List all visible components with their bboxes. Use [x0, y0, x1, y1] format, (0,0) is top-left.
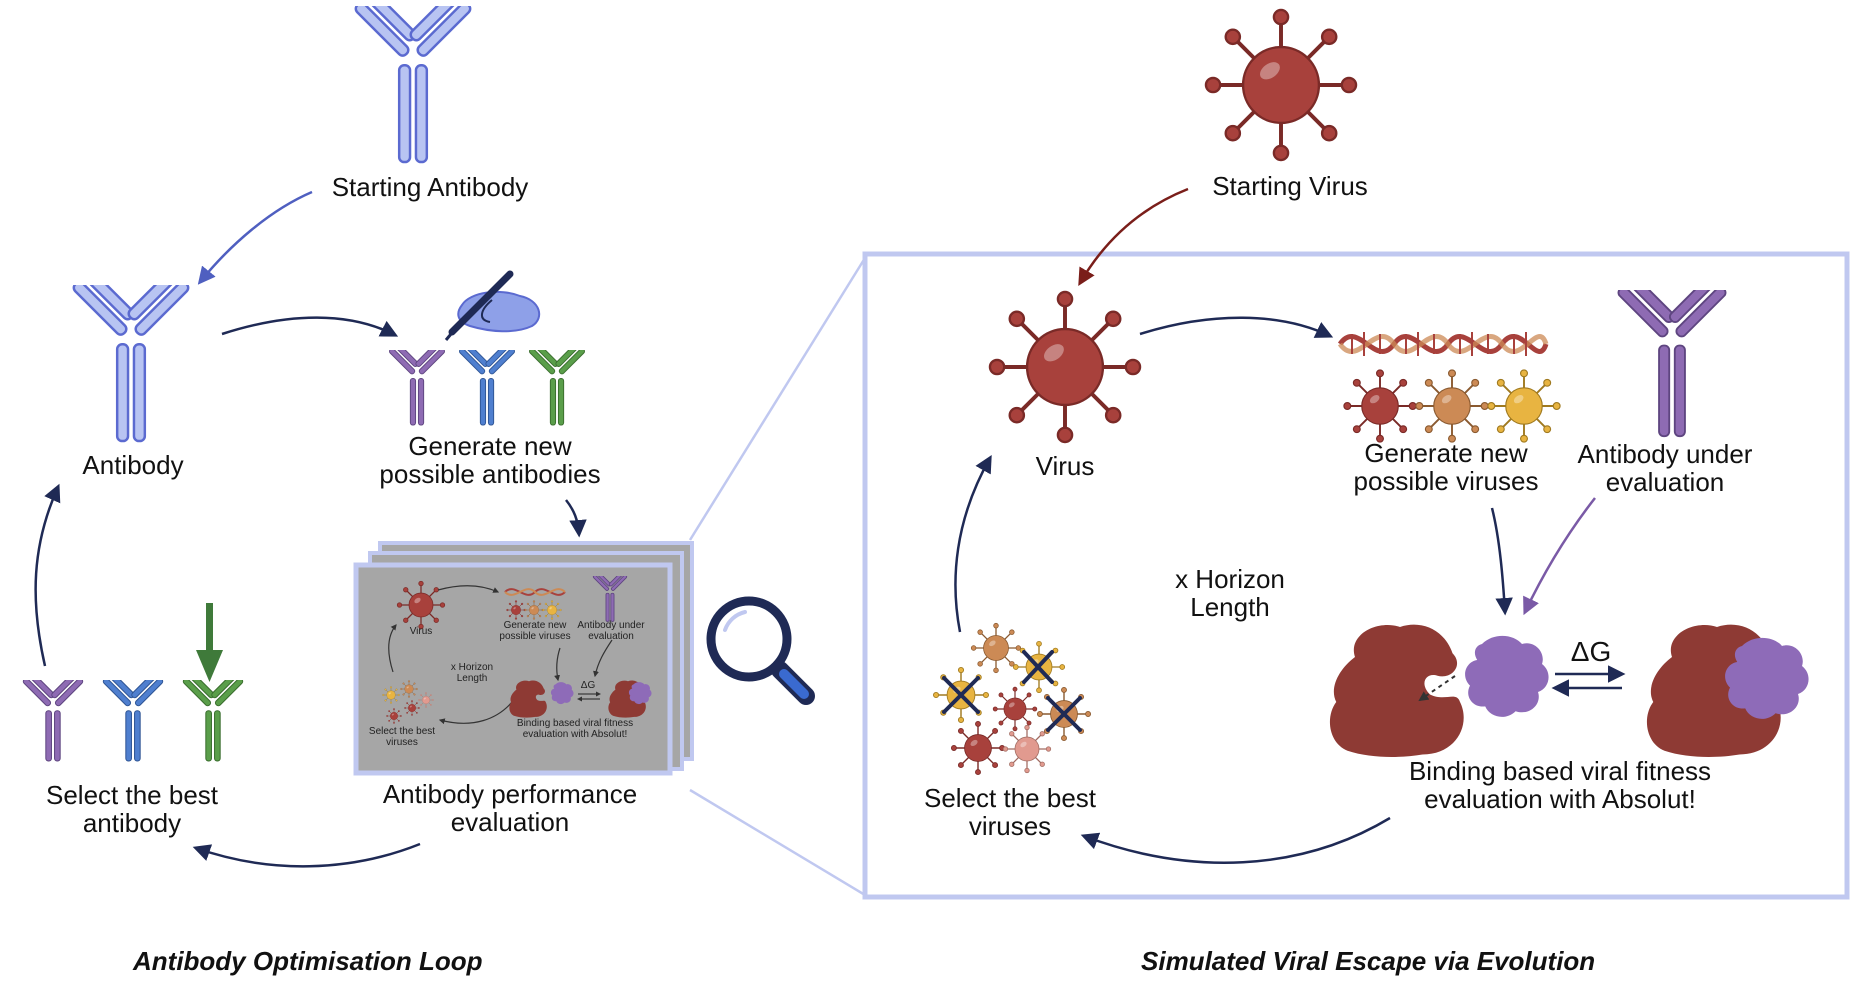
- antibody-under-evaluation-label: Antibody under evaluation: [1550, 440, 1780, 496]
- mini-dna-icon: [504, 588, 566, 596]
- mini-select-label: Select the best viruses: [366, 726, 438, 748]
- antibody-performance-line2: evaluation: [450, 807, 570, 837]
- magnifier-icon: [706, 596, 815, 705]
- horizon-length-line2: Length: [1190, 592, 1270, 622]
- starting-antibody-icon: [352, 6, 474, 164]
- antibody-performance-line1: Antibody performance: [382, 779, 638, 809]
- mini-horizon-line1: x Horizon: [450, 662, 494, 673]
- left-loop-arrows: [34, 190, 587, 868]
- mini-generate-line2: possible viruses: [499, 631, 571, 642]
- antibody-performance-label: Antibody performance evaluation: [360, 780, 660, 836]
- zoom-frame: [862, 251, 1850, 900]
- pen-icon: [444, 270, 541, 341]
- select-best-viruses-line1: Select the best: [924, 783, 1096, 813]
- binding-evaluation-line1: Binding based viral fitness: [1408, 756, 1712, 786]
- delta-g-label: ΔG: [1570, 636, 1612, 667]
- antibody-under-evaluation-icon: [1615, 290, 1729, 438]
- generate-antibodies-label: Generate new possible antibodies: [350, 432, 630, 488]
- mini-generate-line1: Generate new: [503, 620, 567, 631]
- mini-binding-label: Binding based viral fitness evaluation w…: [500, 718, 650, 740]
- antibody-icon: [70, 285, 192, 443]
- dna-icon: [1337, 332, 1549, 356]
- mini-protein-complex-icon: [509, 680, 652, 718]
- generate-viruses-label: Generate new possible viruses: [1316, 439, 1576, 495]
- viral-escape-caption: Simulated Viral Escape via Evolution: [1141, 946, 1596, 976]
- binding-evaluation-line2: evaluation with Absolut!: [1424, 784, 1696, 814]
- selection-arrow-icon: [196, 603, 223, 682]
- antibody-under-evaluation-line2: evaluation: [1605, 467, 1725, 497]
- antibody-label: Antibody: [82, 450, 184, 480]
- binding-evaluation-label: Binding based viral fitness evaluation w…: [1370, 757, 1750, 813]
- right-loop-arrows: [954, 187, 1596, 864]
- mini-horizon-label: x Horizon Length: [442, 662, 502, 684]
- protein-complex-icon: [1329, 624, 1809, 757]
- antibody-loop-caption: Antibody Optimisation Loop: [133, 946, 483, 976]
- mini-virus-label: Virus: [409, 626, 433, 637]
- antibody-under-evaluation-line1: Antibody under: [1577, 439, 1753, 469]
- mini-select-line2: viruses: [386, 737, 418, 748]
- virus-label: Virus: [1035, 451, 1095, 481]
- generate-antibodies-line2: possible antibodies: [379, 459, 601, 489]
- mini-delta-g-label: ΔG: [580, 680, 596, 691]
- mini-binding-line1: Binding based viral fitness: [516, 718, 634, 729]
- mini-generate-label: Generate new possible viruses: [496, 620, 574, 642]
- mini-horizon-line2: Length: [456, 673, 488, 684]
- mini-antibody-label: Antibody under evaluation: [574, 620, 648, 642]
- mini-select-line1: Select the best: [368, 726, 436, 737]
- select-antibodies-icon: [21, 680, 245, 762]
- mini-antibody-line1: Antibody under: [577, 620, 645, 631]
- generated-viruses-icon: [1342, 368, 1562, 444]
- mini-antibody-line2: evaluation: [588, 631, 634, 642]
- mini-virus-icon: [396, 580, 446, 630]
- zoom-lines: [688, 257, 867, 897]
- selected-viruses-icon: [932, 622, 1092, 776]
- virus-icon: [987, 289, 1143, 445]
- generated-antibodies-icon: [387, 350, 587, 426]
- select-best-antibody-label: Select the best antibody: [12, 781, 252, 837]
- horizon-length-line1: x Horizon: [1175, 564, 1285, 594]
- starting-virus-icon: [1203, 7, 1359, 163]
- generate-viruses-line1: Generate new: [1364, 438, 1528, 468]
- generate-antibodies-line1: Generate new: [408, 431, 572, 461]
- mini-binding-line2: evaluation with Absolut!: [522, 729, 628, 740]
- select-best-viruses-label: Select the best viruses: [900, 784, 1120, 840]
- mini-diagram: [382, 576, 652, 725]
- select-best-viruses-line2: viruses: [968, 811, 1052, 841]
- equilibrium-arrows: [1551, 665, 1626, 697]
- starting-antibody-label: Starting Antibody: [331, 172, 529, 202]
- generate-viruses-line2: possible viruses: [1353, 466, 1539, 496]
- select-best-antibody-line2: antibody: [82, 808, 182, 838]
- starting-virus-label: Starting Virus: [1212, 171, 1368, 201]
- horizon-length-label: x Horizon Length: [1150, 565, 1310, 621]
- select-best-antibody-line1: Select the best: [46, 780, 218, 810]
